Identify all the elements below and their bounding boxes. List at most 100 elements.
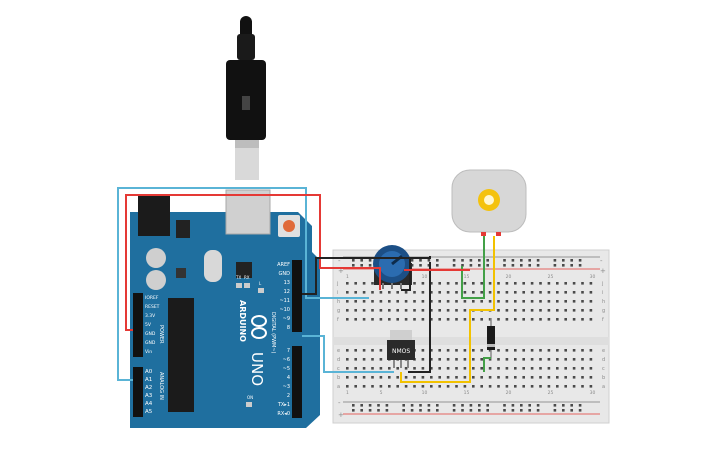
breadboard-hole[interactable] xyxy=(413,385,416,388)
breadboard-hole[interactable] xyxy=(553,259,557,262)
breadboard-hole[interactable] xyxy=(486,264,489,267)
breadboard-hole[interactable] xyxy=(472,282,475,285)
breadboard-hole[interactable] xyxy=(553,409,557,412)
breadboard-hole[interactable] xyxy=(354,376,357,379)
breadboard-hole[interactable] xyxy=(528,404,531,407)
breadboard-hole[interactable] xyxy=(379,291,383,294)
breadboard-hole[interactable] xyxy=(404,300,408,303)
breadboard-hole[interactable] xyxy=(505,309,509,312)
breadboard-hole[interactable] xyxy=(410,404,414,407)
breadboard-hole[interactable] xyxy=(570,404,573,407)
breadboard-hole[interactable] xyxy=(472,385,475,388)
breadboard-hole[interactable] xyxy=(503,404,506,407)
breadboard-hole[interactable] xyxy=(371,385,374,388)
breadboard-hole[interactable] xyxy=(388,385,391,388)
breadboard-hole[interactable] xyxy=(503,409,506,412)
breadboard-hole[interactable] xyxy=(478,404,481,407)
breadboard-hole[interactable] xyxy=(455,282,458,285)
breadboard-hole[interactable] xyxy=(547,300,551,303)
breadboard-hole[interactable] xyxy=(452,404,456,407)
wire-red-pot[interactable] xyxy=(368,267,381,290)
breadboard-hole[interactable] xyxy=(427,404,431,407)
breadboard-hole[interactable] xyxy=(472,367,475,370)
breadboard-hole[interactable] xyxy=(514,291,517,294)
wire-yellow-motor[interactable] xyxy=(400,236,495,383)
breadboard-hole[interactable] xyxy=(505,385,509,388)
breadboard-hole[interactable] xyxy=(404,309,408,312)
breadboard-hole[interactable] xyxy=(427,259,431,262)
breadboard-hole[interactable] xyxy=(564,282,567,285)
breadboard-hole[interactable] xyxy=(486,404,489,407)
breadboard-hole[interactable] xyxy=(396,291,399,294)
breadboard-hole[interactable] xyxy=(354,309,357,312)
breadboard-hole[interactable] xyxy=(497,309,500,312)
breadboard-hole[interactable] xyxy=(421,300,425,303)
wire-black-pot[interactable] xyxy=(401,258,411,291)
breadboard-hole[interactable] xyxy=(503,264,506,267)
breadboard-hole[interactable] xyxy=(547,309,551,312)
breadboard-hole[interactable] xyxy=(371,358,374,361)
breadboard-hole[interactable] xyxy=(421,282,425,285)
breadboard-hole[interactable] xyxy=(438,300,441,303)
breadboard-hole[interactable] xyxy=(452,264,456,267)
breadboard-hole[interactable] xyxy=(346,291,349,294)
breadboard-hole[interactable] xyxy=(578,264,582,267)
breadboard-hole[interactable] xyxy=(564,309,567,312)
breadboard-hole[interactable] xyxy=(522,318,525,321)
breadboard-hole[interactable] xyxy=(497,358,500,361)
breadboard-hole[interactable] xyxy=(362,367,366,370)
breadboard-hole[interactable] xyxy=(421,291,425,294)
breadboard-hole[interactable] xyxy=(478,409,481,412)
breadboard-hole[interactable] xyxy=(455,376,458,379)
breadboard-hole[interactable] xyxy=(446,309,450,312)
breadboard-hole[interactable] xyxy=(463,349,467,352)
breadboard-hole[interactable] xyxy=(455,367,458,370)
breadboard-hole[interactable] xyxy=(368,409,372,412)
breadboard-hole[interactable] xyxy=(455,385,458,388)
breadboard-hole[interactable] xyxy=(430,282,433,285)
breadboard-hole[interactable] xyxy=(497,300,500,303)
breadboard-hole[interactable] xyxy=(556,358,559,361)
breadboard-hole[interactable] xyxy=(556,318,559,321)
breadboard-hole[interactable] xyxy=(488,385,492,388)
breadboard-hole[interactable] xyxy=(446,367,450,370)
breadboard-hole[interactable] xyxy=(572,309,576,312)
breadboard-hole[interactable] xyxy=(589,282,593,285)
breadboard-hole[interactable] xyxy=(430,300,433,303)
breadboard-hole[interactable] xyxy=(530,309,534,312)
breadboard-hole[interactable] xyxy=(455,300,458,303)
breadboard-hole[interactable] xyxy=(388,376,391,379)
breadboard-hole[interactable] xyxy=(547,367,551,370)
breadboard-hole[interactable] xyxy=(472,349,475,352)
breadboard-hole[interactable] xyxy=(480,282,483,285)
usb-cable[interactable] xyxy=(226,16,266,180)
breadboard-hole[interactable] xyxy=(480,300,483,303)
breadboard-hole[interactable] xyxy=(438,309,441,312)
breadboard-hole[interactable] xyxy=(427,409,431,412)
nmos-transistor[interactable]: NMOS xyxy=(387,330,415,368)
breadboard-hole[interactable] xyxy=(581,300,584,303)
breadboard-hole[interactable] xyxy=(379,318,383,321)
breadboard-hole[interactable] xyxy=(497,282,500,285)
breadboard-hole[interactable] xyxy=(404,367,408,370)
wire-blue-a1[interactable] xyxy=(117,187,369,381)
breadboard-hole[interactable] xyxy=(488,282,492,285)
breadboard-hole[interactable] xyxy=(497,385,500,388)
breadboard-hole[interactable] xyxy=(578,409,582,412)
breadboard-hole[interactable] xyxy=(463,309,467,312)
breadboard-hole[interactable] xyxy=(522,349,525,352)
breadboard-hole[interactable] xyxy=(430,291,433,294)
breadboard-hole[interactable] xyxy=(547,282,551,285)
breadboard-hole[interactable] xyxy=(421,358,425,361)
breadboard-hole[interactable] xyxy=(362,376,366,379)
breadboard-hole[interactable] xyxy=(463,358,467,361)
breadboard-hole[interactable] xyxy=(438,349,441,352)
breadboard-hole[interactable] xyxy=(539,318,542,321)
breadboard-hole[interactable] xyxy=(497,318,500,321)
breadboard-hole[interactable] xyxy=(455,318,458,321)
breadboard-hole[interactable] xyxy=(480,385,483,388)
breadboard-hole[interactable] xyxy=(438,282,441,285)
breadboard-hole[interactable] xyxy=(446,282,450,285)
breadboard-hole[interactable] xyxy=(346,318,349,321)
